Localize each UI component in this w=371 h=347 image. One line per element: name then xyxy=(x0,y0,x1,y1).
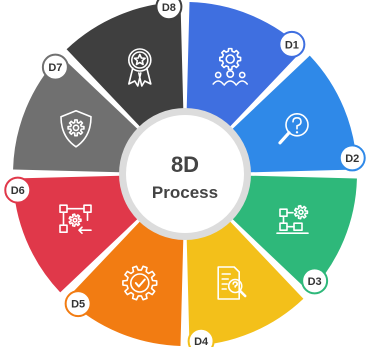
award-ribbon-icon xyxy=(128,48,152,87)
flowchart-gear-icon xyxy=(276,204,309,234)
badge-d4-circle xyxy=(187,327,215,347)
segment-d7 xyxy=(13,55,142,173)
document-search-icon xyxy=(217,266,247,300)
magnifier-question-icon xyxy=(278,113,309,145)
badge-d3-circle xyxy=(301,267,329,295)
segment-d6 xyxy=(13,175,142,293)
badge-d1: D1 xyxy=(278,30,306,58)
center-title: 8D xyxy=(171,152,199,177)
badge-d6-circle xyxy=(4,176,32,204)
badge-d8-circle xyxy=(155,0,183,21)
center-hub-disc xyxy=(126,115,244,233)
badge-d3-label: D3 xyxy=(308,276,322,288)
badge-d8-label: D8 xyxy=(162,2,176,14)
badge-d2-circle xyxy=(338,144,366,172)
center-hub: 8D Process xyxy=(119,108,251,240)
badge-d5-label: D5 xyxy=(71,299,85,311)
badge-d1-circle xyxy=(278,30,306,58)
segment-d5 xyxy=(66,217,184,346)
badge-d6-label: D6 xyxy=(11,185,25,197)
team-gear-icon xyxy=(212,47,248,86)
badge-d4: D4 xyxy=(187,327,215,347)
badge-d7-circle xyxy=(41,53,69,81)
center-subtitle: Process xyxy=(152,183,218,202)
badge-d4-label: D4 xyxy=(194,336,209,347)
badge-d2-label: D2 xyxy=(345,153,359,165)
badge-d6: D6 xyxy=(4,176,32,204)
process-flow-icon xyxy=(59,204,92,234)
badge-d7: D7 xyxy=(41,53,69,81)
shield-gear-icon xyxy=(60,110,92,148)
badge-d5-circle xyxy=(64,290,92,318)
segment-d8 xyxy=(66,2,184,131)
badge-d7-label: D7 xyxy=(48,62,62,74)
badge-d5: D5 xyxy=(64,290,92,318)
segments-group xyxy=(13,2,357,346)
badge-d1-label: D1 xyxy=(285,39,299,51)
badge-d2: D2 xyxy=(338,144,366,172)
segment-d4 xyxy=(186,217,304,346)
badge-d3: D3 xyxy=(301,267,329,295)
segment-d1 xyxy=(186,2,304,131)
badge-d8: D8 xyxy=(155,0,183,21)
gear-check-icon xyxy=(122,265,158,301)
